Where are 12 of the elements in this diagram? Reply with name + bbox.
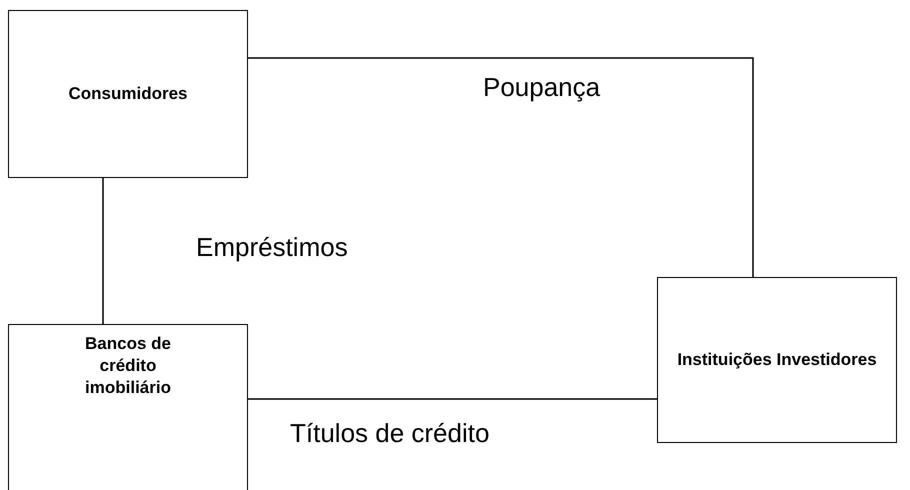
box-label: Bancos de crédito imobiliário — [84, 333, 172, 400]
box-label: Instituições Investidores — [677, 348, 877, 371]
edge-label: Títulos de crédito — [290, 418, 490, 449]
process-box — [657, 277, 897, 443]
process-box — [8, 324, 248, 490]
edge-label: Empréstimos — [196, 232, 348, 263]
connector-line — [248, 57, 754, 277]
connector-line — [102, 178, 104, 324]
connector-line — [248, 398, 657, 400]
process-box — [8, 10, 248, 178]
box-label: Consumidores — [68, 82, 188, 105]
edge-label: Poupança — [483, 72, 600, 103]
